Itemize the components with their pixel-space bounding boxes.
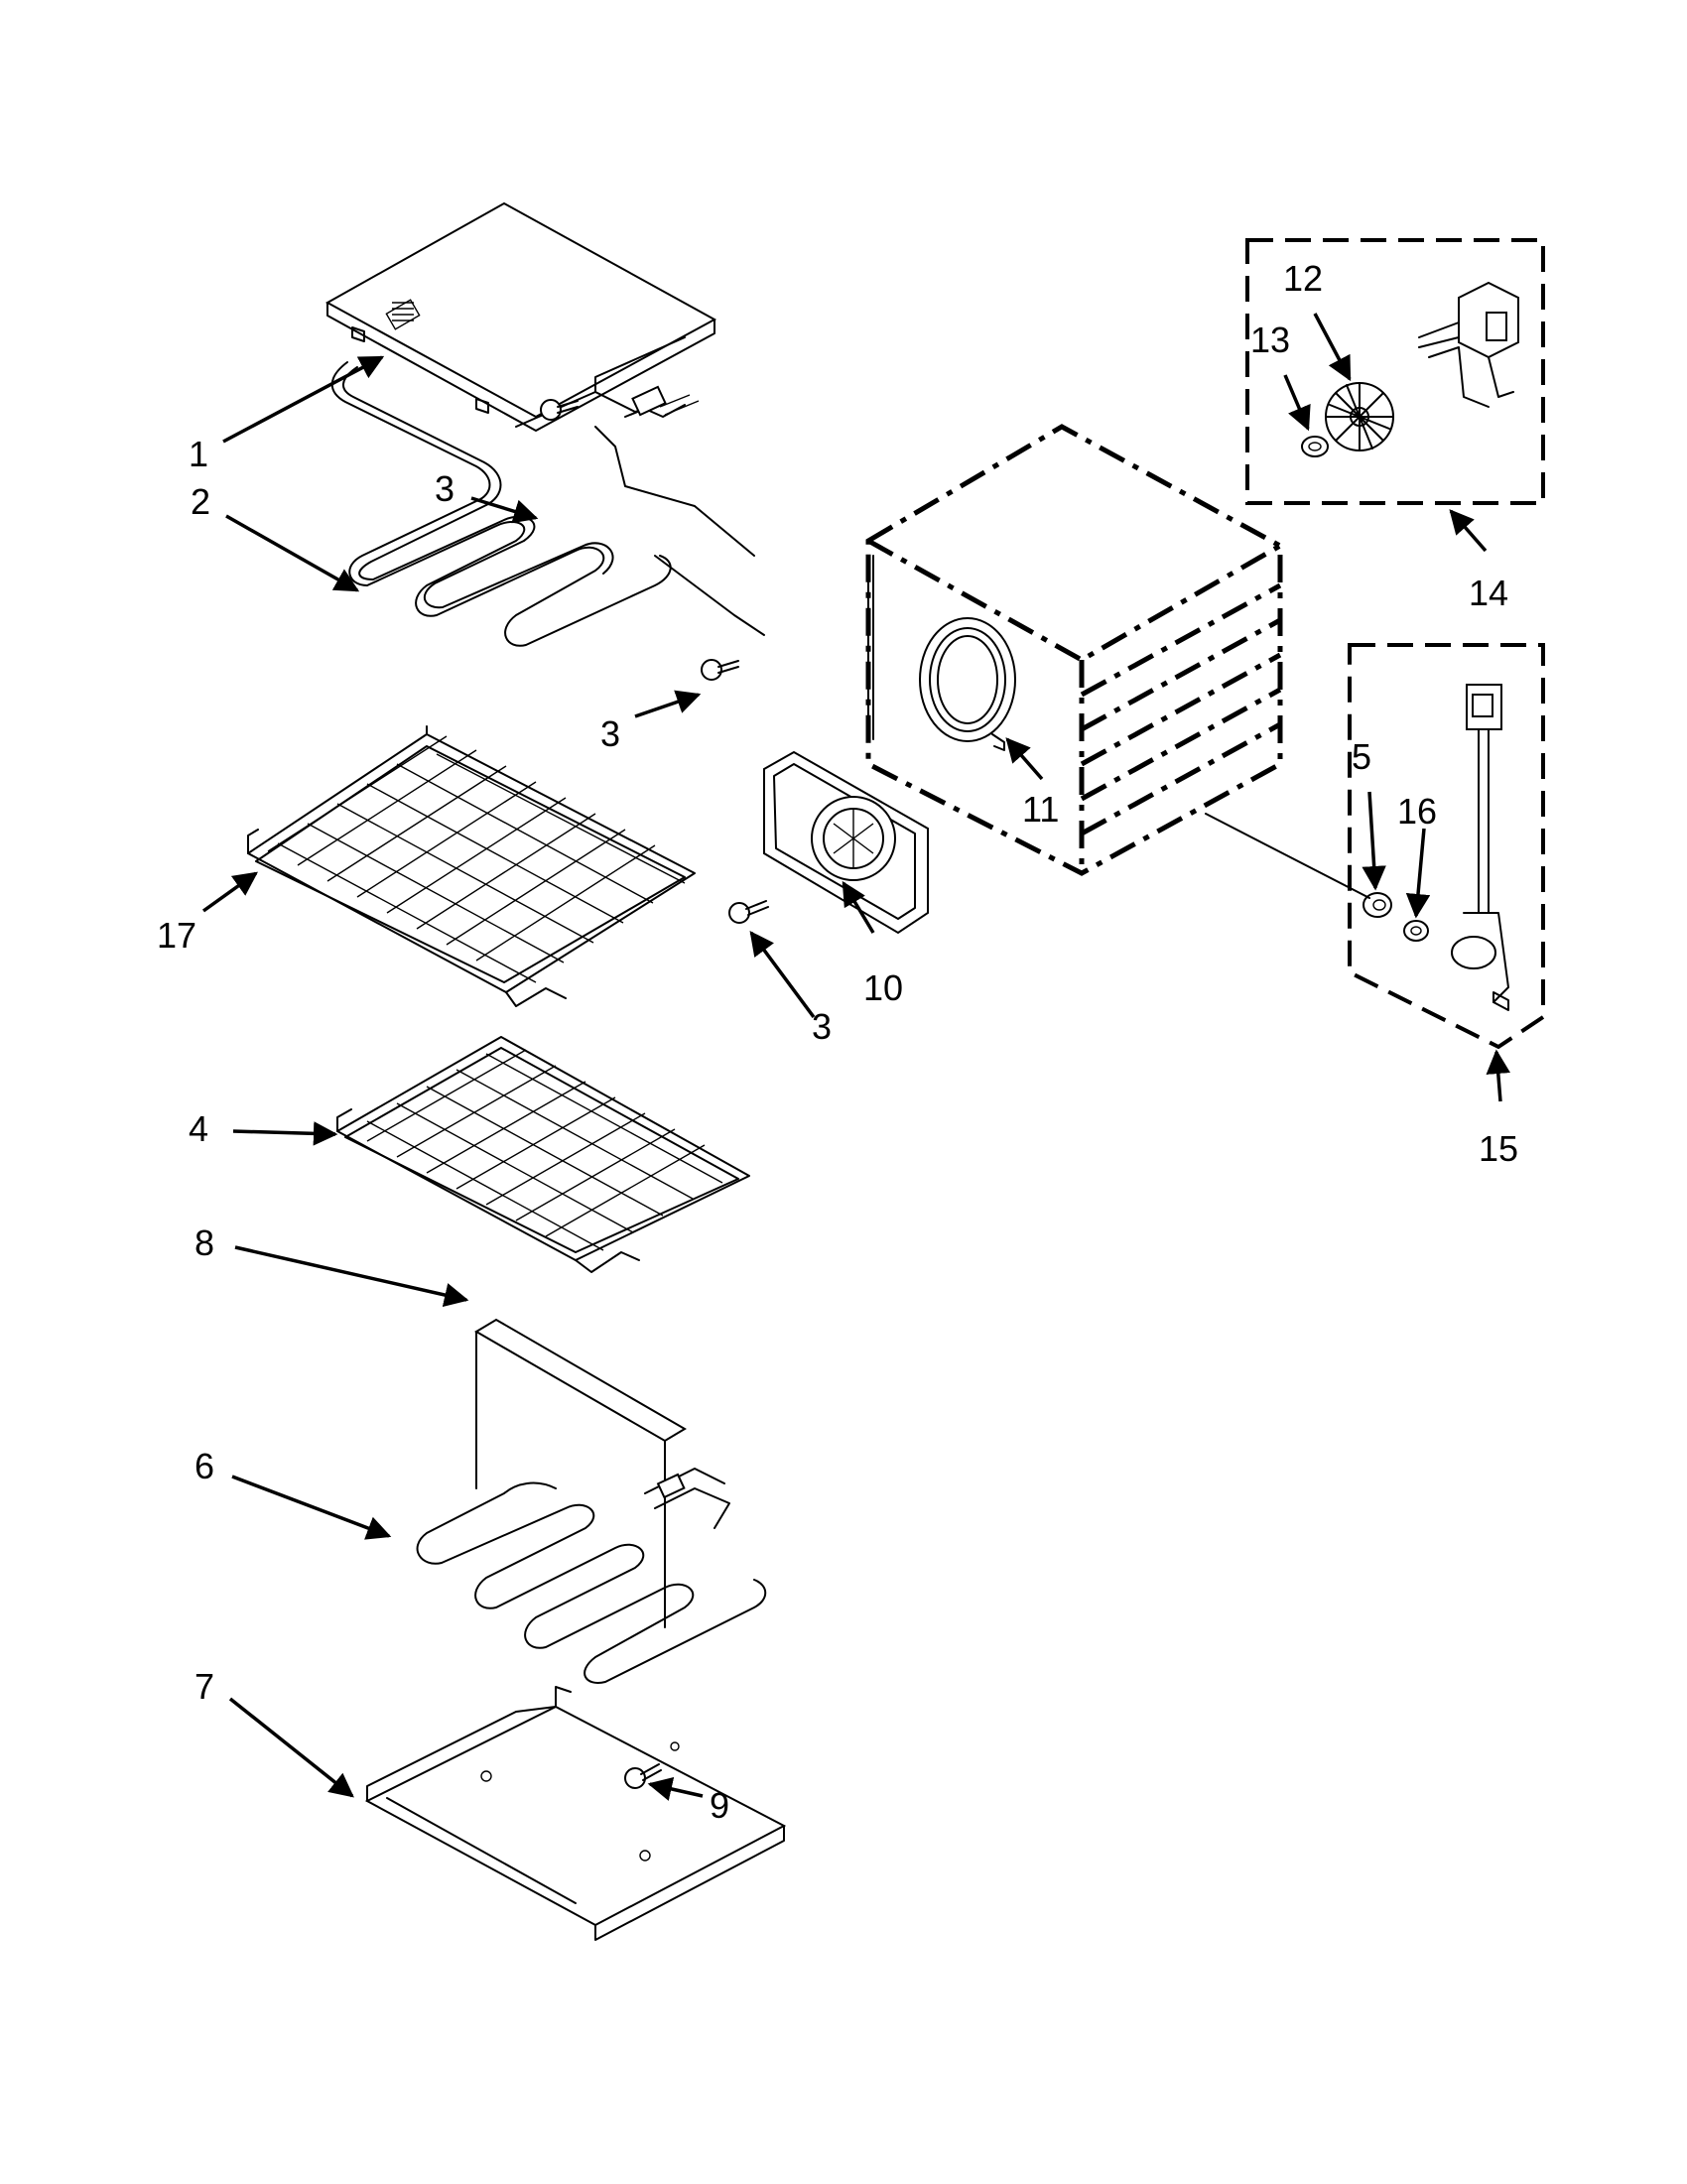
- callout-1: 1: [189, 434, 208, 474]
- fan-motor-kit-box: [1245, 238, 1545, 505]
- callout-2: 2: [191, 481, 210, 522]
- fan-cover-part: [763, 750, 929, 935]
- callout-7: 7: [195, 1666, 214, 1707]
- callout-3-element: 3: [600, 713, 620, 754]
- callout-4: 4: [189, 1108, 208, 1149]
- top-panel-part: [324, 201, 717, 432]
- callout-16: 16: [1397, 791, 1437, 832]
- temperature-sensor-kit-box: [1348, 643, 1545, 1050]
- oven-rack-lower-part: [336, 1036, 750, 1273]
- callout-3-top: 3: [435, 468, 454, 509]
- fan-blade-part: [1325, 382, 1394, 451]
- callout-10: 10: [863, 967, 903, 1008]
- callout-17: 17: [157, 915, 196, 956]
- oven-cavity-outline: [865, 424, 1283, 876]
- callout-15: 15: [1479, 1128, 1518, 1169]
- screw-part: [540, 399, 739, 681]
- oven-rack-upper-part: [247, 725, 696, 1007]
- bake-element-part: [416, 1468, 767, 1684]
- element-shield-part: [474, 1318, 687, 1628]
- grommet-part: [1363, 892, 1392, 918]
- screw-9-part: [624, 1763, 662, 1789]
- nut-part: [1301, 436, 1329, 457]
- callout-8: 8: [195, 1222, 214, 1263]
- callout-13: 13: [1250, 320, 1290, 360]
- fan-shroud-part: [919, 617, 1016, 751]
- washer-part: [1403, 920, 1429, 942]
- callout-11: 11: [1022, 789, 1059, 830]
- callout-14: 14: [1469, 573, 1508, 613]
- callout-3-fan-cover: 3: [812, 1006, 832, 1047]
- screw-part: [728, 900, 769, 924]
- callout-labels: 1 2 3 3 3 4 5 6 7 8 9 10 11 12 13 14 15 …: [157, 258, 1518, 1826]
- callout-12: 12: [1283, 258, 1323, 299]
- leader-lines: [201, 313, 1510, 1801]
- temperature-sensor-part: [1451, 684, 1509, 1011]
- fan-motor-part: [1418, 281, 1519, 408]
- callout-5: 5: [1352, 736, 1371, 777]
- callout-6: 6: [195, 1446, 214, 1486]
- bottom-panel-part: [364, 1686, 787, 1941]
- sensor-mount-line: [1205, 813, 1370, 899]
- callout-9: 9: [710, 1785, 729, 1826]
